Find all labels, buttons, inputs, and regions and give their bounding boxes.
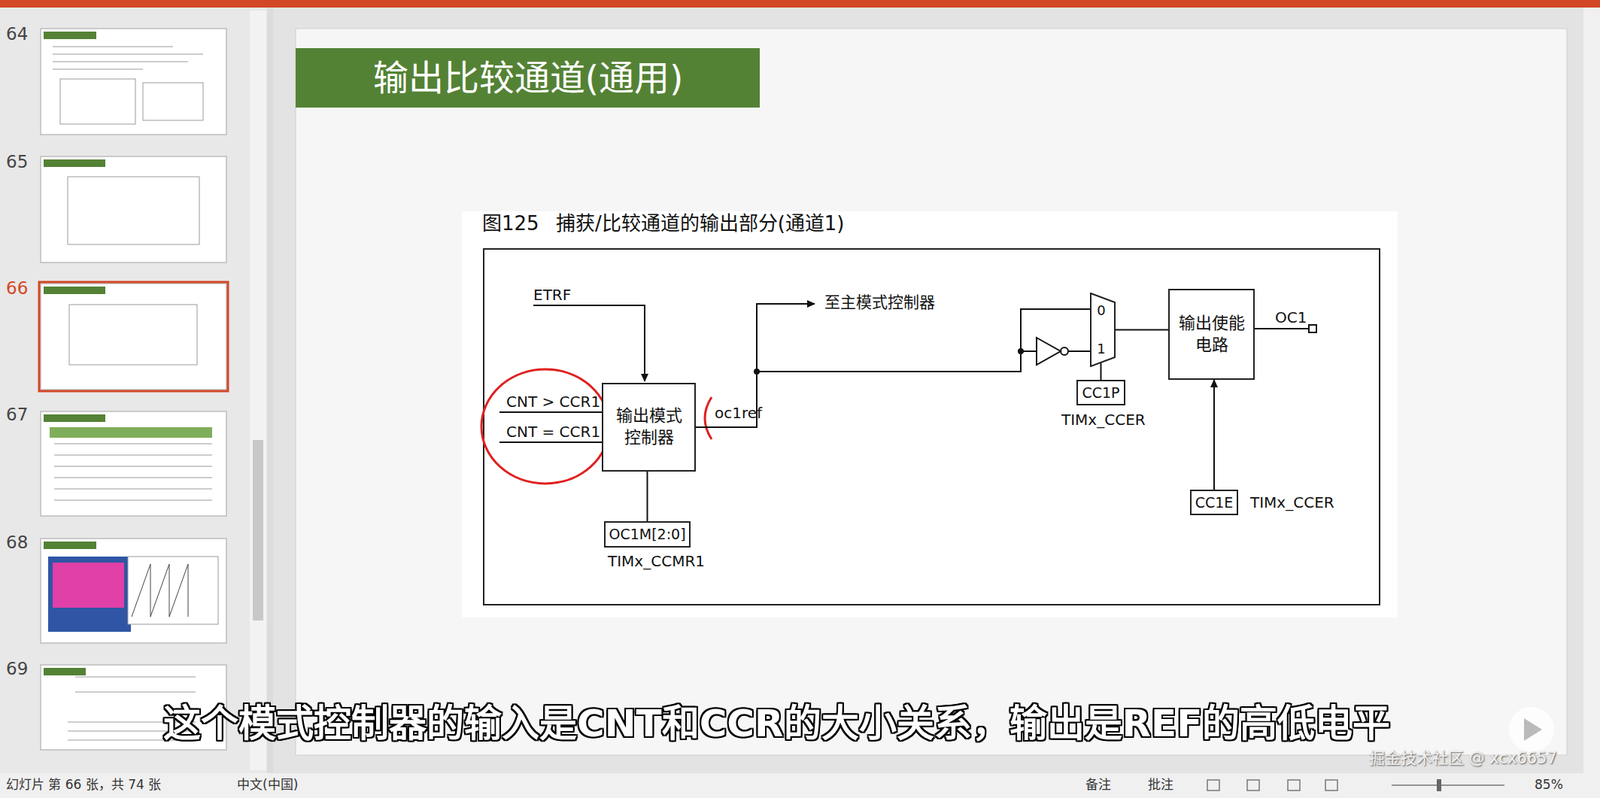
register-box: CC1E — [1190, 489, 1239, 516]
figure-caption: 图125 捕获/比较通道的输出部分(通道1) — [482, 212, 845, 236]
node-text: CC1E — [1195, 493, 1234, 513]
signal-wire — [695, 309, 1090, 428]
signal-label: oc1ref — [714, 403, 763, 423]
signal-label: CNT > CCR1 — [506, 392, 601, 411]
slide-number: 66 — [6, 278, 28, 300]
signal-label: TIMx_CCER — [1061, 410, 1146, 429]
signal-wire — [646, 471, 649, 522]
signal-label: OC1 — [1275, 308, 1307, 327]
slide-title: 输出比较通道(通用) — [302, 51, 754, 105]
status-text: 批注 — [1147, 777, 1174, 793]
subtitle-text: 这个模式控制器的输入是CNT和CCR的大小关系，输出是REF的高低电平 — [163, 701, 1391, 747]
watermark: 掘金技术社区 @ xcx6657 — [1369, 749, 1558, 769]
signal-wire — [1213, 379, 1215, 490]
output-enable-box: 输出使能电路 — [1168, 288, 1255, 380]
signal-label: TIMx_CCER — [1250, 493, 1335, 512]
node-text: 输出模式控制器 — [614, 405, 684, 449]
slide-number: 64 — [6, 24, 28, 46]
slide-number: 68 — [6, 532, 28, 554]
status-text: 85% — [1534, 777, 1564, 793]
signal-wire — [1115, 329, 1169, 331]
status-text: 幻灯片 第 66 张，共 74 张 — [6, 777, 161, 793]
slide-number: 65 — [6, 151, 28, 174]
signal-label: ETRF — [533, 285, 571, 304]
mux-input-number: 1 — [1089, 340, 1113, 358]
status-text: 中文(中国) — [236, 777, 298, 793]
mux-input-number: 0 — [1089, 301, 1113, 319]
register-box: OC1M[2:0] — [604, 521, 691, 548]
status-text: 备注 — [1085, 777, 1112, 793]
signal-label: 至主模式控制器 — [824, 293, 936, 313]
mux-symbol: 01 — [1089, 292, 1116, 368]
slide-number: 69 — [6, 658, 28, 681]
node-text: 输出使能电路 — [1177, 312, 1247, 356]
signal-label: TIMx_CCMR1 — [607, 552, 705, 571]
signal-wire — [1100, 362, 1103, 380]
mode-controller-box: 输出模式控制器 — [601, 382, 696, 472]
signal-label: CNT = CCR1 — [506, 422, 601, 441]
register-box: CC1P — [1076, 379, 1126, 406]
node-text: OC1M[2:0] — [608, 525, 686, 544]
slide-number: 67 — [6, 404, 28, 426]
node-text: CC1P — [1081, 383, 1120, 403]
